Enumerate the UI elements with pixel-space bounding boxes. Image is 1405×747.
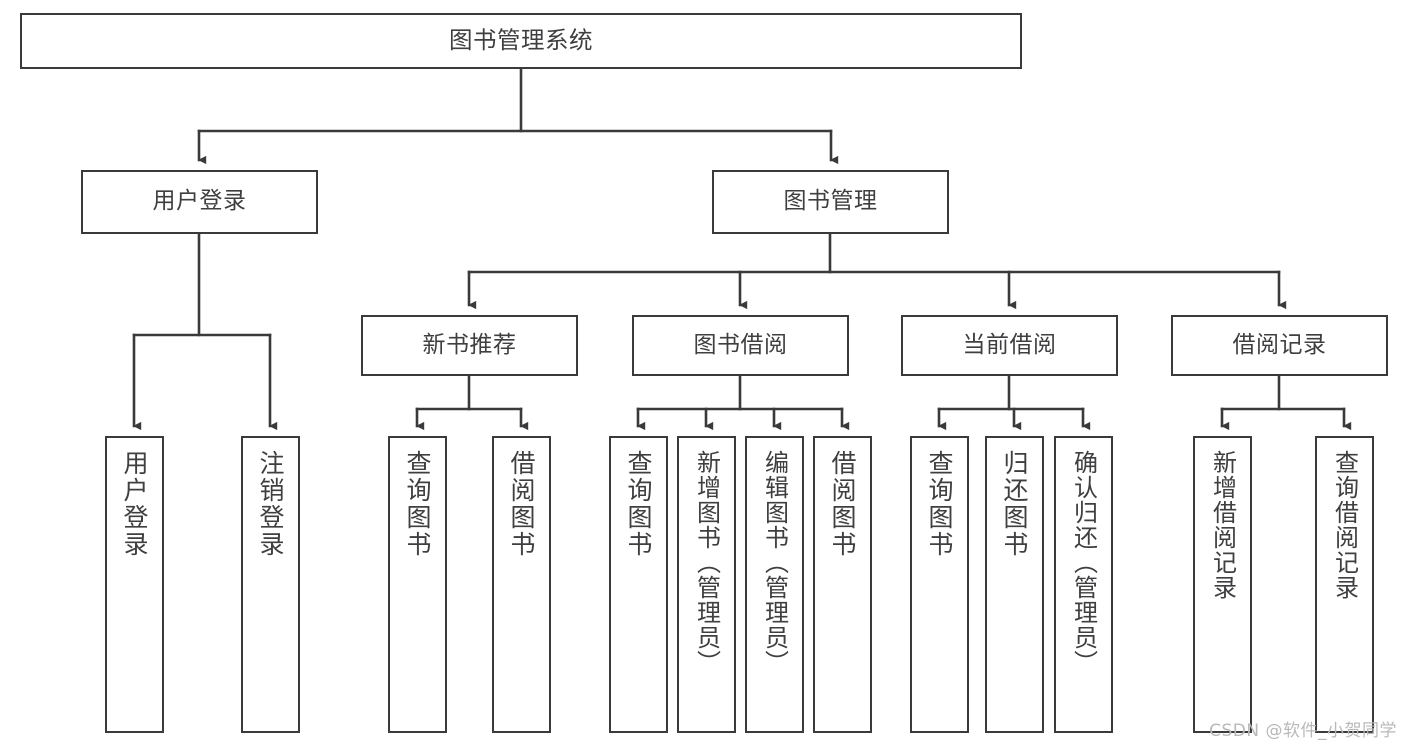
node-label: 新书推荐 xyxy=(422,331,517,358)
node-label: 编辑图书（管理员） xyxy=(760,450,789,675)
node-label: 借阅图书 xyxy=(507,450,536,558)
node-label: 确认归还（管理员） xyxy=(1069,450,1098,675)
node-label: 借阅图书 xyxy=(828,450,857,558)
leaf-user-login[interactable]: 用户登录 xyxy=(105,436,164,733)
node-label: 图书管理系统 xyxy=(449,26,593,55)
leaf-borrow-book-recommend[interactable]: 借阅图书 xyxy=(492,436,551,733)
leaf-add-borrow-record[interactable]: 新增借阅记录 xyxy=(1193,436,1252,733)
node-user-login[interactable]: 用户登录 xyxy=(81,170,318,234)
node-label: 查询图书 xyxy=(624,450,653,558)
node-label: 用户登录 xyxy=(120,450,149,558)
node-label: 归还图书 xyxy=(1000,450,1029,558)
leaf-query-book-borrow[interactable]: 查询图书 xyxy=(609,436,668,733)
node-label: 注销登录 xyxy=(256,450,285,558)
node-new-book-recommend[interactable]: 新书推荐 xyxy=(361,315,578,376)
node-label: 当前借阅 xyxy=(962,331,1057,358)
leaf-query-borrow-record[interactable]: 查询借阅记录 xyxy=(1315,436,1374,733)
node-label: 图书管理 xyxy=(783,188,878,215)
node-label: 借阅记录 xyxy=(1232,331,1327,358)
leaf-return-book[interactable]: 归还图书 xyxy=(985,436,1044,733)
node-label: 用户登录 xyxy=(152,188,247,215)
node-book-manage[interactable]: 图书管理 xyxy=(712,170,949,234)
leaf-borrow-book[interactable]: 借阅图书 xyxy=(813,436,872,733)
node-book-borrow[interactable]: 图书借阅 xyxy=(632,315,849,376)
leaf-add-book[interactable]: 新增图书（管理员） xyxy=(677,436,736,733)
csdn-watermark: CSDN @软件_小贺同学 xyxy=(1209,721,1397,741)
node-root-system[interactable]: 图书管理系统 xyxy=(20,13,1022,69)
node-label: 新增图书（管理员） xyxy=(692,450,721,675)
node-label: 图书借阅 xyxy=(693,331,788,358)
node-label: 新增借阅记录 xyxy=(1208,450,1237,600)
leaf-edit-book[interactable]: 编辑图书（管理员） xyxy=(745,436,804,733)
node-label: 查询图书 xyxy=(925,450,954,558)
leaf-confirm-return[interactable]: 确认归还（管理员） xyxy=(1054,436,1113,733)
leaf-user-logout[interactable]: 注销登录 xyxy=(241,436,300,733)
node-current-borrow[interactable]: 当前借阅 xyxy=(901,315,1118,376)
leaf-query-book-recommend[interactable]: 查询图书 xyxy=(388,436,447,733)
node-borrow-record[interactable]: 借阅记录 xyxy=(1171,315,1388,376)
leaf-query-book-current[interactable]: 查询图书 xyxy=(910,436,969,733)
node-label: 查询图书 xyxy=(403,450,432,558)
node-label: 查询借阅记录 xyxy=(1330,450,1359,600)
